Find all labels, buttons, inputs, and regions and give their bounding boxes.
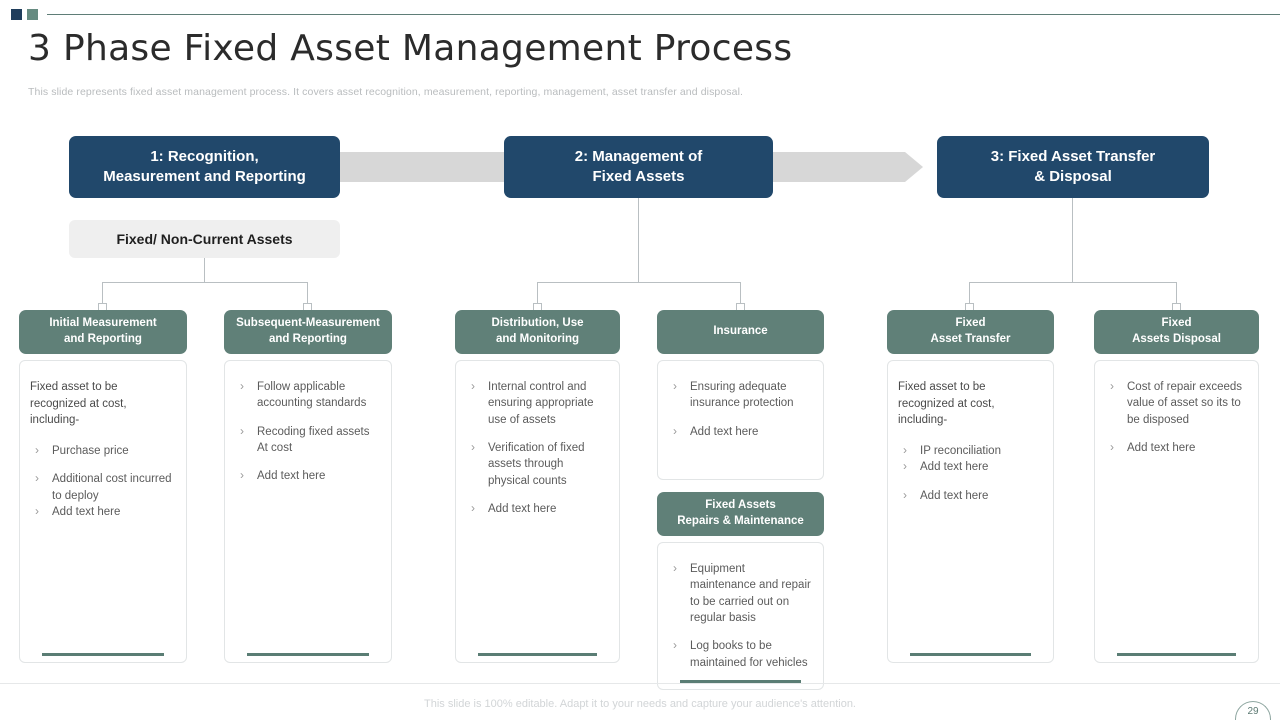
- sub-banner-fixed-assets[interactable]: Fixed/ Non-Current Assets: [69, 220, 340, 258]
- content-card-2: Follow applicable accounting standards R…: [224, 360, 392, 663]
- list-item: Verification of fixed assets through phy…: [466, 439, 607, 489]
- connector-line-v-c1: [102, 282, 103, 306]
- list-item: Add text here: [1105, 439, 1246, 456]
- bullet-list-5: IP reconciliation Add text here Add text…: [898, 442, 1041, 504]
- connector-line-v-p3: [1072, 198, 1073, 282]
- card-accent-bar: [1117, 653, 1236, 656]
- footer-note: This slide is 100% editable. Adapt it to…: [424, 698, 856, 710]
- card-accent-bar: [910, 653, 1031, 656]
- phase-box-3[interactable]: 3: Fixed Asset Transfer& Disposal: [937, 136, 1209, 198]
- connector-line-v-c2: [307, 282, 308, 306]
- card-lead-5: Fixed asset to be recognized at cost, in…: [898, 381, 995, 427]
- bullet-list-2: Follow applicable accounting standards R…: [235, 378, 379, 485]
- column-insurance: Insurance Ensuring adequate insurance pr…: [657, 310, 824, 690]
- content-card-1: Fixed asset to be recognized at cost, in…: [19, 360, 187, 663]
- bullet-list-4: Ensuring adequate insurance protection A…: [668, 378, 811, 440]
- list-item: Log books to be maintained for vehicles: [668, 637, 811, 671]
- list-item: Follow applicable accounting standards: [235, 378, 379, 412]
- phase-banner-row: 1: Recognition,Measurement and Reporting…: [0, 136, 1280, 198]
- phase-connector-1: [340, 152, 504, 182]
- bullet-list-6: Cost of repair exceeds value of asset so…: [1105, 378, 1246, 456]
- list-item: Add text here: [898, 458, 1041, 475]
- card-lead-1: Fixed asset to be recognized at cost, in…: [30, 381, 127, 427]
- connector-line-v-p1: [204, 258, 205, 282]
- list-item: Add text here: [235, 467, 379, 484]
- card-accent-bar: [247, 653, 369, 656]
- page-subtitle: This slide represents fixed asset manage…: [28, 86, 744, 98]
- list-item: Recoding fixed assets At cost: [235, 423, 379, 457]
- list-item: Purchase price: [30, 442, 174, 459]
- content-card-3: Internal control and ensuring appropriat…: [455, 360, 620, 663]
- connector-line-v-c4: [740, 282, 741, 306]
- card-accent-bar: [680, 680, 801, 683]
- connector-line-h-p2: [537, 282, 741, 283]
- bullet-list-repairs: Equipment maintenance and repair to be c…: [668, 560, 811, 671]
- connector-line-v-c3: [537, 282, 538, 306]
- list-item: Add text here: [466, 500, 607, 517]
- content-card-5: Fixed asset to be recognized at cost, in…: [887, 360, 1054, 663]
- list-item: Add text here: [668, 423, 811, 440]
- content-card-6: Cost of repair exceeds value of asset so…: [1094, 360, 1259, 663]
- list-item: Internal control and ensuring appropriat…: [466, 378, 607, 428]
- brand-square-navy-icon: [11, 9, 22, 20]
- top-divider: [47, 14, 1280, 15]
- connector-line-h-p3: [969, 282, 1176, 283]
- connector-line-h-p1: [102, 282, 307, 283]
- phase-connector-2: [773, 152, 905, 182]
- list-item: Equipment maintenance and repair to be c…: [668, 560, 811, 626]
- content-card-4: Ensuring adequate insurance protection A…: [657, 360, 824, 480]
- list-item: Ensuring adequate insurance protection: [668, 378, 811, 412]
- brand-square-green-icon: [27, 9, 38, 20]
- connector-line-v-c6: [1176, 282, 1177, 306]
- content-card-repairs: Equipment maintenance and repair to be c…: [657, 542, 824, 690]
- list-item: Add text here: [30, 503, 174, 520]
- phase-box-1[interactable]: 1: Recognition,Measurement and Reporting: [69, 136, 340, 198]
- connector-line-v-c5: [969, 282, 970, 306]
- list-item: Cost of repair exceeds value of asset so…: [1105, 378, 1246, 428]
- footer-divider: [0, 683, 1280, 684]
- connector-line-v-p2: [638, 198, 639, 282]
- bullet-list-3: Internal control and ensuring appropriat…: [466, 378, 607, 517]
- page-title: 3 Phase Fixed Asset Management Process: [28, 28, 793, 69]
- list-item: IP reconciliation: [898, 442, 1041, 459]
- card-accent-bar: [478, 653, 597, 656]
- brand-marks: [11, 9, 38, 20]
- category-header-4[interactable]: Insurance: [657, 310, 824, 354]
- phase-connector-arrow-icon: [905, 152, 923, 182]
- list-item: Add text here: [898, 487, 1041, 504]
- card-accent-bar: [42, 653, 164, 656]
- bullet-list-1: Purchase price Additional cost incurredt…: [30, 442, 174, 520]
